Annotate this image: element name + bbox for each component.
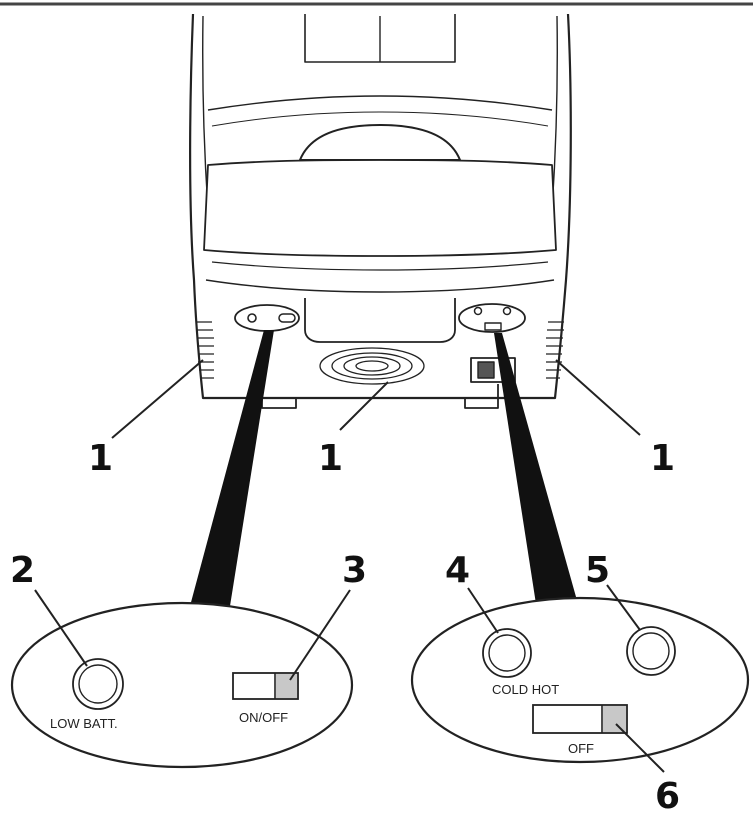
power-switch-knob xyxy=(276,674,297,698)
low-batt-indicator xyxy=(72,658,124,710)
vent-grille-left xyxy=(196,321,214,379)
hot-indicator xyxy=(626,626,676,676)
mode-switch[interactable] xyxy=(532,704,628,734)
mode-switch-knob xyxy=(603,706,626,732)
mode-switch-label: OFF xyxy=(568,741,594,756)
zoom-wedge-left xyxy=(190,330,274,606)
zoom-wedge-right xyxy=(494,333,578,604)
vent-fan-center xyxy=(319,347,425,385)
detail-panel-left: LOW BATT. ON/OFF xyxy=(10,601,354,769)
vent-grille-right xyxy=(546,321,564,379)
leader-hot-indicator xyxy=(606,584,641,631)
cooler-body xyxy=(189,13,572,409)
callout-cold-indicator: 4 xyxy=(445,550,470,591)
leader-power-switch xyxy=(289,589,351,681)
low-batt-label: LOW BATT. xyxy=(50,716,118,731)
cold-indicator xyxy=(482,628,532,678)
power-switch[interactable] xyxy=(232,672,299,700)
detail-panel-right: COLD HOT OFF xyxy=(410,596,750,764)
callout-vent-right: 1 xyxy=(650,438,675,479)
callout-power-switch: 3 xyxy=(342,550,367,591)
leader-cold-indicator xyxy=(467,587,499,634)
leader-low-batt xyxy=(34,589,88,667)
power-switch-label: ON/OFF xyxy=(239,710,288,725)
cold-hot-label: COLD HOT xyxy=(492,682,559,697)
leader-mode-switch xyxy=(615,723,665,773)
callout-vent-center: 1 xyxy=(318,438,343,479)
vent-leader-lines xyxy=(111,359,641,439)
callout-low-batt: 2 xyxy=(10,550,35,591)
callout-vent-left: 1 xyxy=(88,438,113,479)
callout-mode-switch: 6 xyxy=(655,776,680,815)
callout-hot-indicator: 5 xyxy=(585,550,610,591)
